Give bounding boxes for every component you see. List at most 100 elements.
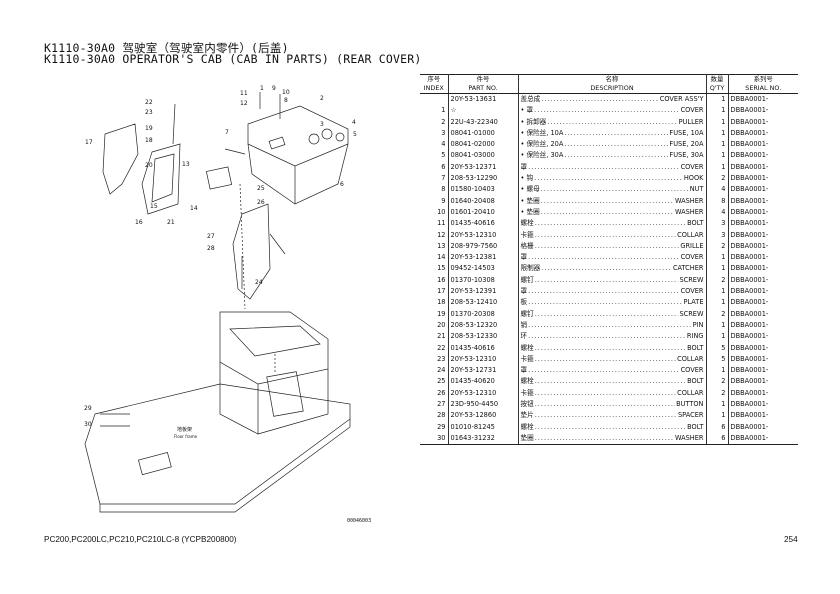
cell-part-no: ☆ [448,105,519,117]
table-header-row-cn: 序号 件号 名称 数量 系列号 [420,74,798,84]
leader-dots [535,218,686,229]
callout-26: 26 [257,199,265,206]
description-en: PLATE [683,298,704,307]
description-cn: • 拆卸器 [520,117,547,126]
leader-dots [534,173,683,184]
leader-dots [535,309,679,320]
cell-qty: 2 [706,240,729,253]
callout-7: 7 [225,129,229,136]
cell-index [420,93,449,106]
cell-part-no: 208-53-12410 [448,297,519,309]
description-cn: • 钩 [520,174,534,183]
cell-serial: DBBA0001- [730,354,769,363]
description-en: COVER ASS'Y [659,95,704,103]
cell-qty: 4 [706,184,729,196]
leader-dots [535,376,686,387]
cell-index: 4 [420,139,449,151]
cell-description: 罩COVER [518,365,707,377]
cell-part-no: 20Y-53-12860 [448,410,519,422]
cell-qty: 1 [706,93,729,106]
leader-dots [564,150,668,161]
cell-index: 8 [420,184,449,196]
cell-serial: DBBA0001- [730,253,769,262]
description-en: COVER [680,162,704,171]
cell-part-no: 01435-40620 [448,376,519,388]
description-en: WASHER [674,433,704,442]
leader-dots [564,139,668,150]
description-cn: 限制器 [520,264,541,273]
description-cn: 螺钉 [520,309,534,318]
description-cn: 卡箍 [520,388,534,397]
cell-part-no: 208-53-12330 [448,331,519,343]
cell-serial: DBBA0001- [730,106,769,115]
cell-part-no: 08041-02000 [448,139,519,151]
cell-qty: 6 [706,421,729,433]
description-en: BOLT [687,343,704,352]
leader-dots [535,343,686,354]
cell-index: 9 [420,195,449,207]
header-part-en: PART NO. [448,84,519,94]
cell-qty: 2 [706,376,729,388]
cell-description: 螺栓BOLT [518,421,707,433]
cell-index: 18 [420,297,449,309]
cell-part-no: 208-53-12320 [448,319,519,332]
cell-part-no: 01370-20308 [448,308,519,320]
cell-part-no: 20Y-53-12310 [448,387,519,400]
table-header-row-en: INDEX PART NO. DESCRIPTION Q'TY SERIAL N… [420,84,798,94]
callout-29: 29 [84,405,92,412]
callout-6: 6 [340,181,344,188]
cell-part-no: 208-53-12290 [448,173,519,185]
page-title-english: K1110-30A0 OPERATOR'S CAB (CAB IN PARTS)… [44,52,422,66]
description-cn: 格栅 [520,241,534,250]
cell-serial: DBBA0001- [728,432,798,446]
cell-qty: 1 [706,116,729,128]
leader-dots [528,286,679,297]
cell-description: 环RING [518,331,707,343]
description-en: BUTTON [676,400,704,409]
callout-21: 21 [167,219,175,226]
cell-serial: DBBA0001- [730,298,769,307]
description-cn: 罩 [520,253,528,262]
cell-description: 螺钉SCREW [518,274,707,287]
description-cn: 垫圈 [520,433,534,442]
leader-dots [535,410,677,421]
cab-frame-part [219,311,329,385]
description-cn: 螺栓 [520,422,534,431]
callout-16: 16 [135,219,143,226]
cell-qty: 5 [706,353,729,366]
cell-serial: DBBA0001- [730,196,769,205]
leader-dots [541,207,674,218]
header-qty-cn: 数量 [706,74,729,84]
cell-description: 限制器 CATCHER [518,263,707,275]
table-row: 1☆• 罩COVER1DBBA0001- [420,105,798,117]
cell-description: • 垫圈WASHER [518,195,707,207]
cell-serial: DBBA0001- [730,264,769,273]
description-en: COVER [680,253,704,262]
floor-label-cn: 地板架 [177,426,192,433]
cell-qty: 5 [706,342,729,354]
callout-19: 19 [145,125,153,132]
description-cn: • 垫圈 [520,207,540,216]
cell-description: 螺栓BOLT [518,342,707,354]
header-serial-cn: 系列号 [728,74,798,84]
description-en: CATCHER [672,264,704,273]
description-en: FUSE, 30A [669,151,704,160]
cell-index: 2 [420,116,449,128]
cell-description: • 螺母NUT [518,184,707,196]
callout-24: 24 [255,279,263,286]
description-cn: • 保险丝, 10A [520,128,564,137]
leader-dots [541,196,674,207]
cell-qty: 8 [706,195,729,207]
